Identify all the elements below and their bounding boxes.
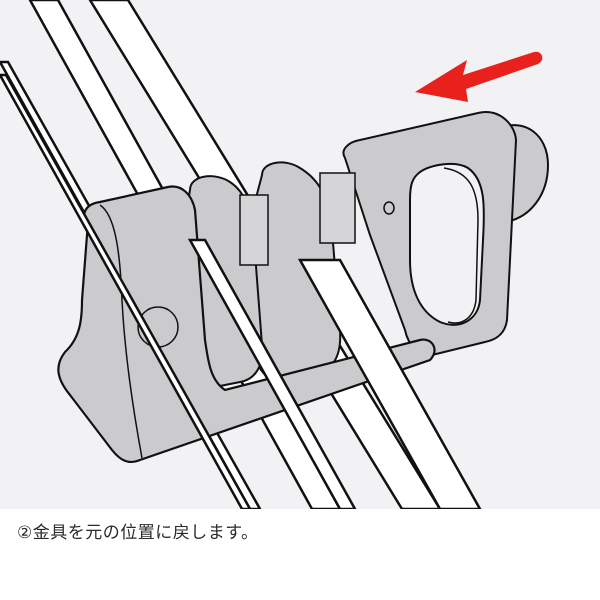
clip-and-rails-drawing: [0, 0, 550, 509]
rails-front: [0, 73, 482, 509]
arrow-left-icon: [415, 51, 543, 102]
caption-text: 金具を元の位置に戻します。: [32, 523, 259, 543]
rear-plate: [342, 111, 550, 357]
direction-arrow-left: [415, 51, 543, 102]
step-number: ②: [17, 523, 33, 543]
instruction-illustration: [0, 0, 600, 509]
instruction-caption: ②金具を元の位置に戻します。: [17, 518, 259, 543]
